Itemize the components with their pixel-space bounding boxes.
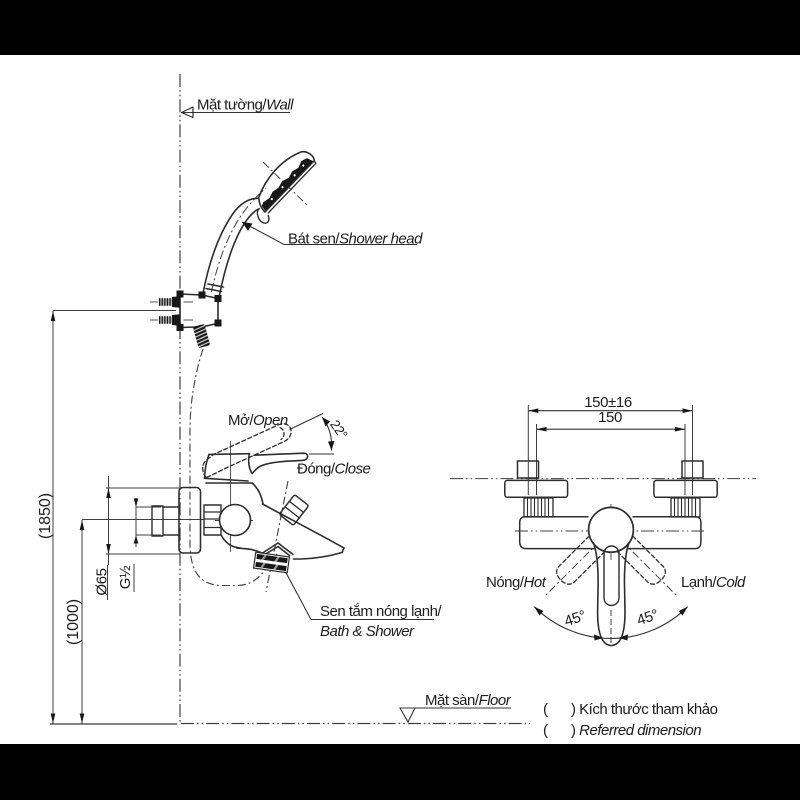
svg-text:Mặt tường/Wall: Mặt tường/Wall (197, 97, 294, 114)
svg-text:(: ( (543, 722, 548, 739)
svg-text:(1000): (1000) (65, 599, 82, 645)
svg-text:Sen tắm nóng lạnh/: Sen tắm nóng lạnh/ (320, 603, 442, 620)
svg-text:150: 150 (598, 409, 622, 426)
svg-text:150±16: 150±16 (584, 394, 632, 411)
svg-text:Mở/Open: Mở/Open (228, 412, 288, 429)
svg-text:Ø65: Ø65 (94, 568, 111, 595)
svg-text:G½: G½ (117, 565, 134, 589)
svg-text:Đóng/Close: Đóng/Close (297, 461, 371, 478)
svg-text:) Referred dimension: ) Referred dimension (571, 722, 701, 739)
svg-text:Lạnh/Cold: Lạnh/Cold (681, 574, 746, 591)
svg-text:Bát sen/Shower head: Bát sen/Shower head (288, 231, 423, 248)
svg-text:45°: 45° (562, 607, 588, 630)
svg-text:Mặt sàn/Floor: Mặt sàn/Floor (425, 692, 512, 709)
svg-text:) Kích thước tham khảo: ) Kích thước tham khảo (571, 701, 718, 718)
svg-text:Nóng/Hot: Nóng/Hot (486, 574, 547, 591)
svg-text:Bath & Shower: Bath & Shower (320, 623, 415, 640)
svg-text:(1850): (1850) (37, 493, 54, 539)
svg-text:45°: 45° (635, 606, 661, 629)
svg-text:(: ( (543, 701, 548, 718)
